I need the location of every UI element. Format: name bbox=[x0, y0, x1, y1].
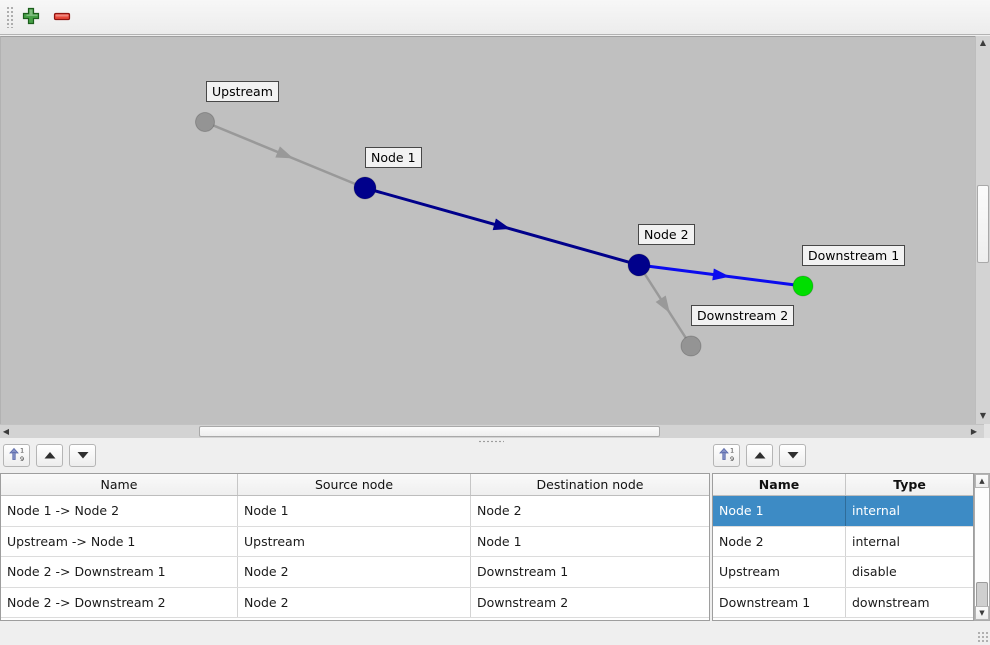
cell-destination: Downstream 1 bbox=[477, 564, 569, 580]
edges-move-down-button[interactable] bbox=[69, 444, 96, 467]
graph-vertical-scrollbar: ▲ ▼ bbox=[975, 36, 990, 424]
scrollbar-corner bbox=[984, 424, 990, 438]
cell-name: Downstream 1 bbox=[713, 587, 846, 617]
column-header-name[interactable]: Name bbox=[713, 474, 846, 495]
cell-name: Node 2 -> Downstream 2 bbox=[1, 587, 238, 617]
sort-ascending-icon: 1 9 bbox=[8, 446, 25, 465]
cell-type: internal bbox=[852, 533, 900, 549]
edges-sort-button[interactable]: 1 9 bbox=[3, 444, 30, 467]
cell-type: internal bbox=[852, 503, 900, 519]
edge-arrow-icon bbox=[275, 146, 294, 159]
cell-name: Node 2 bbox=[713, 526, 846, 556]
cell-type: disable bbox=[852, 564, 897, 580]
remove-icon bbox=[53, 7, 71, 28]
splitter-handle-icon bbox=[478, 440, 504, 443]
cell-name: Upstream -> Node 1 bbox=[1, 526, 238, 556]
cell-name: Node 2 -> Downstream 1 bbox=[1, 557, 238, 587]
edges-move-up-button[interactable] bbox=[36, 444, 63, 467]
main-toolbar bbox=[0, 0, 990, 35]
svg-text:1: 1 bbox=[730, 447, 734, 455]
nodes-table-scrollbar: ▲ ▼ bbox=[974, 473, 990, 621]
node-label-node2: Node 2 bbox=[638, 224, 695, 245]
edge-arrow-icon bbox=[492, 218, 511, 231]
triangle-up-icon bbox=[43, 448, 57, 463]
column-header-type[interactable]: Type bbox=[893, 477, 926, 492]
cell-destination: Node 2 bbox=[477, 503, 522, 519]
pane-splitter[interactable] bbox=[0, 438, 990, 445]
cell-name: Upstream bbox=[713, 557, 846, 587]
cell-source: Node 2 bbox=[238, 587, 471, 617]
nodes-move-up-button[interactable] bbox=[746, 444, 773, 467]
graph-node-node2[interactable] bbox=[627, 253, 651, 277]
cell-name: Node 1 bbox=[713, 496, 846, 526]
svg-text:9: 9 bbox=[20, 455, 24, 462]
graph-horizontal-scrollbar: ◀ ▶ bbox=[0, 424, 984, 438]
table-row[interactable]: Upstream disable bbox=[713, 557, 973, 588]
graph-node-downstream1[interactable] bbox=[792, 275, 814, 297]
nodes-table-header: Name Type bbox=[713, 474, 973, 496]
column-header-source-node[interactable]: Source node bbox=[238, 474, 471, 495]
cell-source: Upstream bbox=[238, 526, 471, 556]
cell-destination: Downstream 2 bbox=[477, 594, 569, 610]
sort-ascending-icon: 1 9 bbox=[718, 446, 735, 465]
table-row[interactable]: Downstream 1 downstream bbox=[713, 587, 973, 618]
cell-destination: Node 1 bbox=[477, 533, 522, 549]
scroll-right-arrow[interactable]: ▶ bbox=[970, 427, 978, 436]
toolbar-drag-handle[interactable] bbox=[6, 6, 15, 28]
scroll-up-arrow[interactable]: ▲ bbox=[979, 38, 987, 47]
graph-node-node1[interactable] bbox=[353, 176, 377, 200]
add-button[interactable] bbox=[19, 5, 43, 29]
table-row[interactable]: Node 1 internal bbox=[713, 496, 973, 527]
vertical-scroll-thumb[interactable] bbox=[977, 185, 989, 263]
node-label-node1: Node 1 bbox=[365, 147, 422, 168]
triangle-down-icon bbox=[76, 448, 90, 463]
table-row[interactable]: Node 2 internal bbox=[713, 526, 973, 557]
graph-svg bbox=[195, 112, 814, 357]
scroll-up-arrow[interactable]: ▲ bbox=[975, 474, 989, 488]
remove-button[interactable] bbox=[50, 5, 74, 29]
svg-text:9: 9 bbox=[730, 455, 734, 462]
cell-name: Node 1 -> Node 2 bbox=[1, 496, 238, 526]
nodes-move-down-button[interactable] bbox=[779, 444, 806, 467]
add-icon bbox=[22, 7, 40, 28]
nodes-sort-button[interactable]: 1 9 bbox=[713, 444, 740, 467]
edge-arrow-icon bbox=[655, 295, 670, 314]
svg-text:1: 1 bbox=[20, 447, 24, 455]
table-scroll-thumb[interactable] bbox=[976, 582, 988, 608]
edge-arrow-icon bbox=[712, 268, 730, 281]
triangle-down-icon bbox=[786, 448, 800, 463]
scroll-left-arrow[interactable]: ◀ bbox=[2, 427, 10, 436]
node-label-downstream1: Downstream 1 bbox=[802, 245, 906, 266]
window-resize-grip[interactable] bbox=[977, 631, 989, 643]
cell-source: Node 2 bbox=[238, 557, 471, 587]
cell-source: Node 1 bbox=[238, 496, 471, 526]
scroll-down-arrow[interactable]: ▼ bbox=[979, 411, 987, 420]
triangle-up-icon bbox=[753, 448, 767, 463]
graph-node-downstream2[interactable] bbox=[680, 335, 702, 357]
column-header-destination-node[interactable]: Destination node bbox=[536, 477, 644, 492]
graph-node-upstream[interactable] bbox=[195, 112, 215, 132]
node-label-downstream2: Downstream 2 bbox=[691, 305, 795, 326]
scroll-down-arrow[interactable]: ▼ bbox=[975, 606, 989, 620]
cell-type: downstream bbox=[852, 594, 930, 610]
node-label-upstream: Upstream bbox=[206, 81, 279, 102]
horizontal-scroll-thumb[interactable] bbox=[199, 426, 660, 437]
column-header-name[interactable]: Name bbox=[1, 474, 238, 495]
